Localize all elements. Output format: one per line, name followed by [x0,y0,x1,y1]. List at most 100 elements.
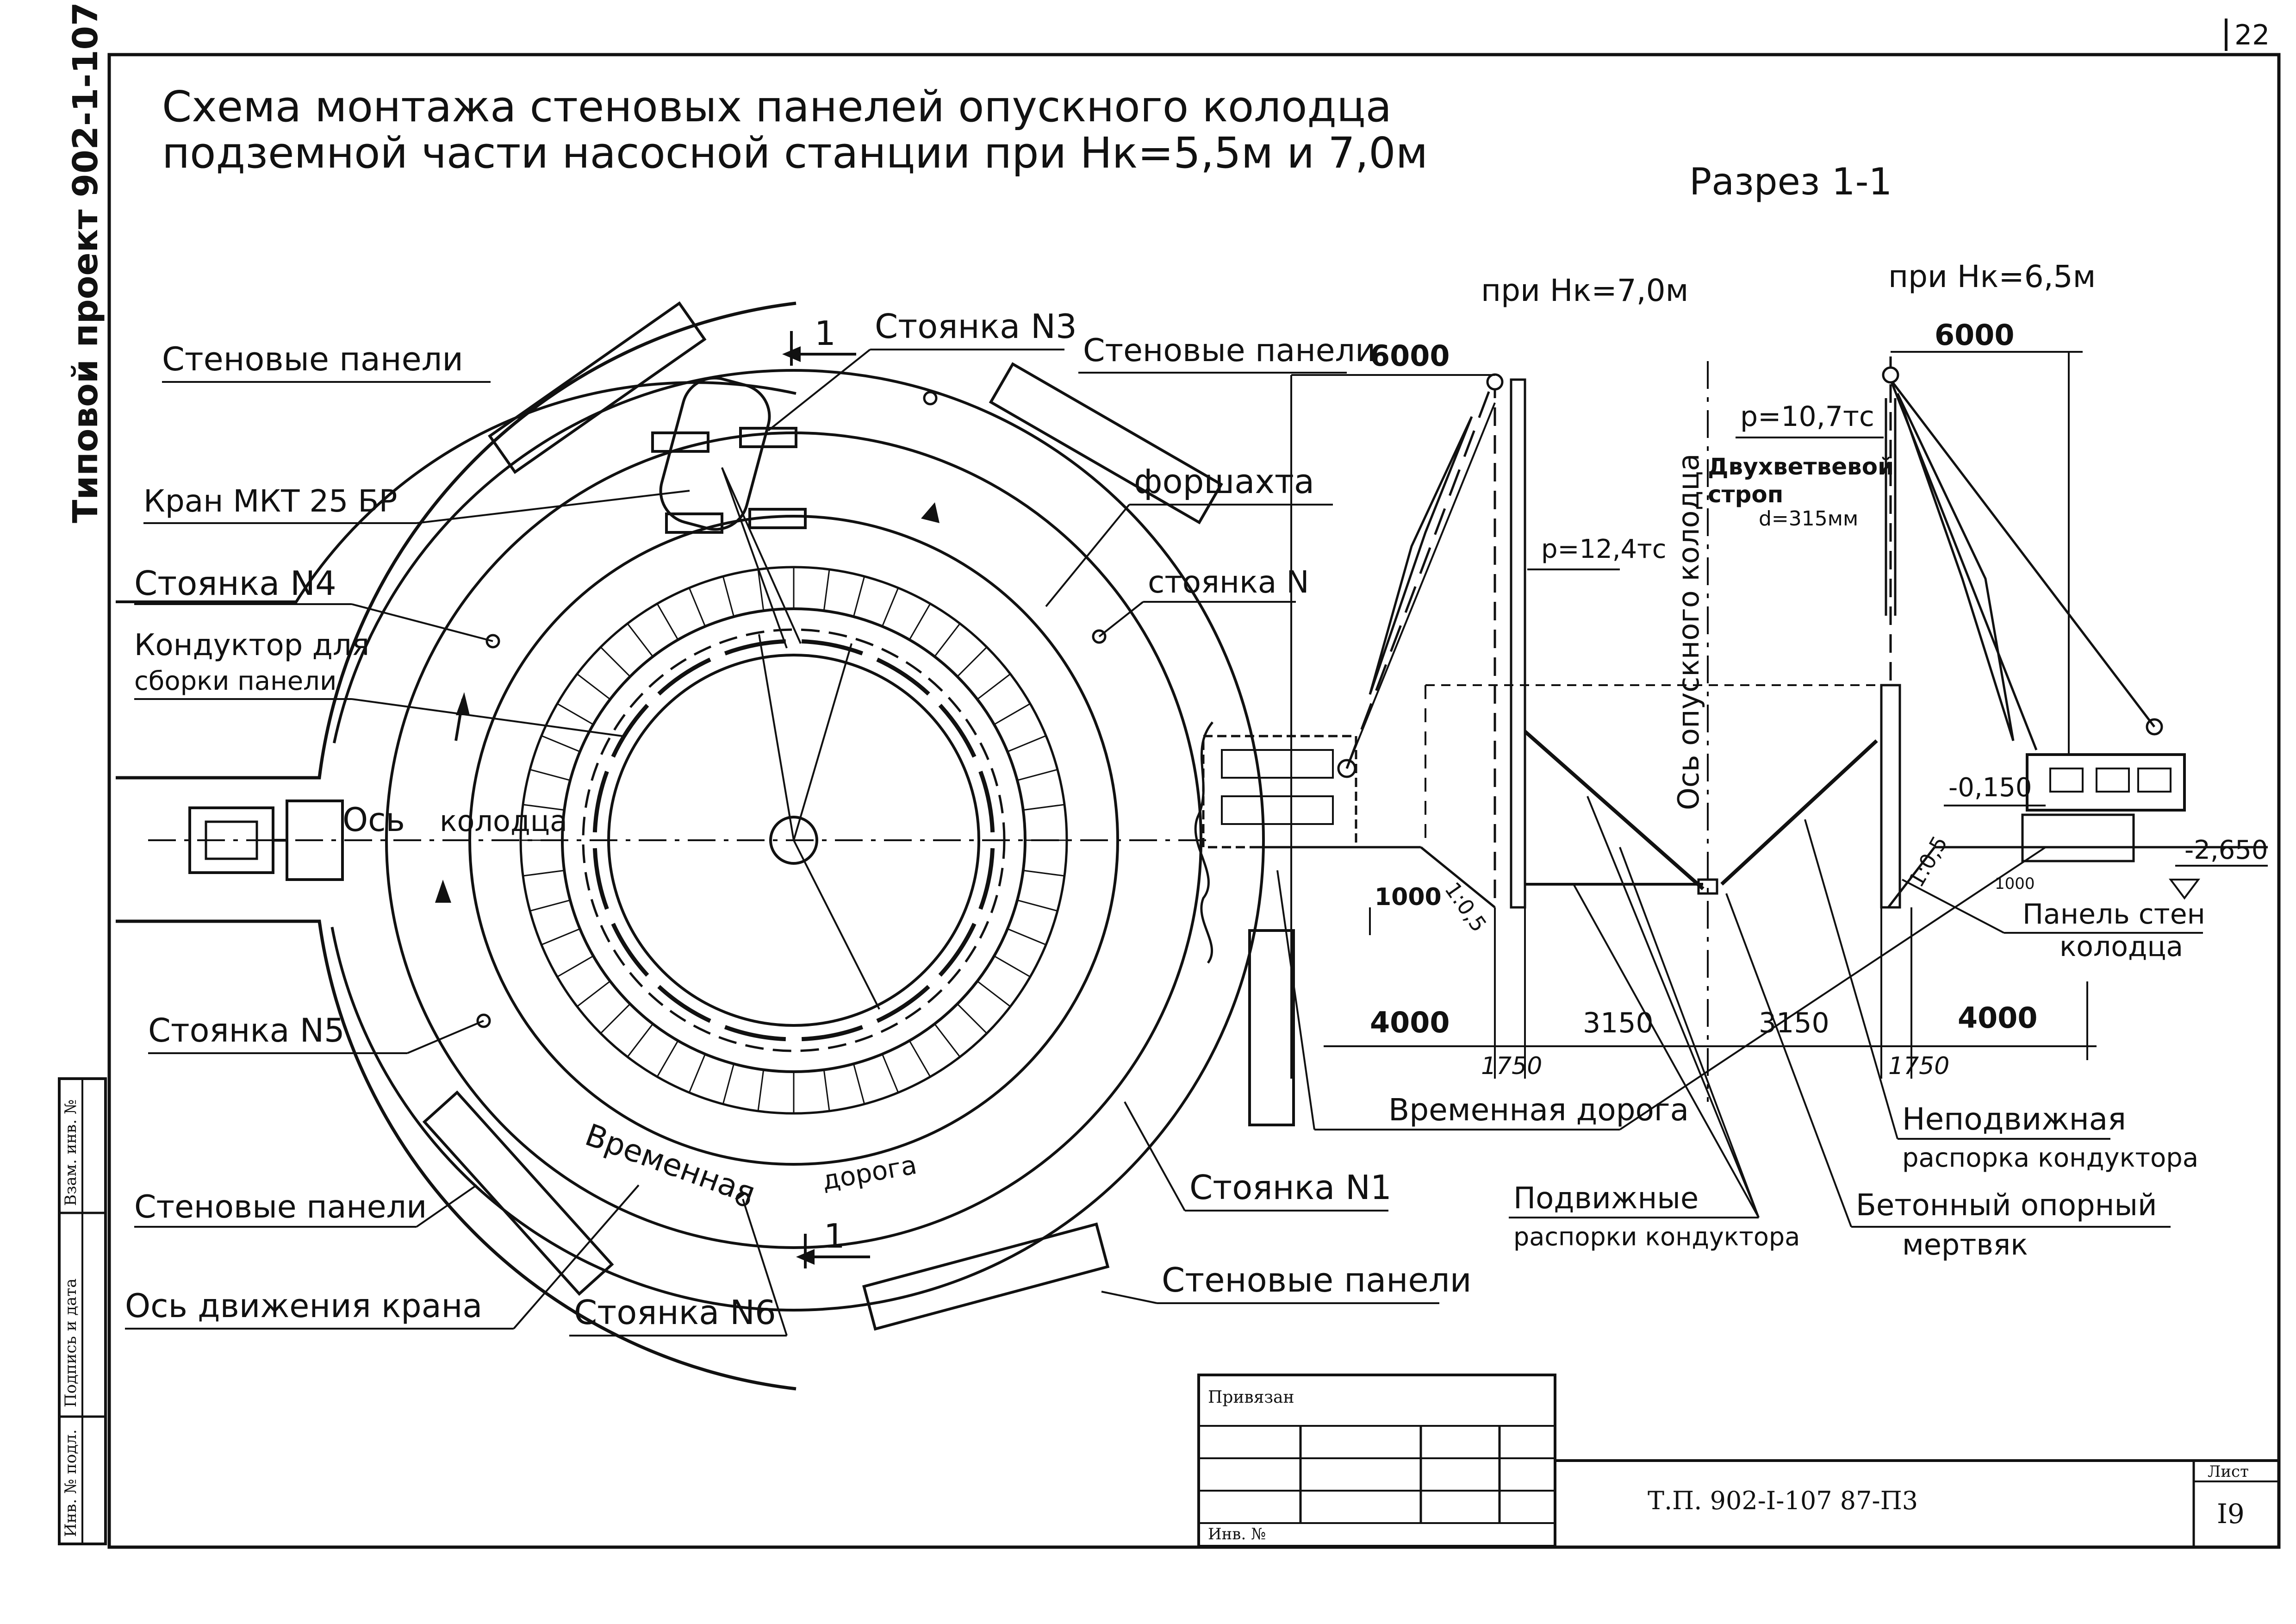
conductor-segment [876,985,930,1023]
dim-6000-right: 6000 [1935,318,2015,352]
dim-3150-left: 3150 [1583,1007,1654,1039]
leader-panels-br-b [1101,1291,1157,1304]
title-block: Привязан Инв. № Т.П. 902-I-107 87-П3 Лис… [1197,1374,2279,1548]
label-crane: Кран МКТ 25 БР [143,483,397,519]
forshakhta-tick [757,1069,765,1112]
label-forshakhta: форшахта [1134,462,1314,501]
radial-line-3 [793,840,880,1010]
direction-arrow-2-head [435,880,451,903]
forshakhta-tick [957,646,988,677]
leader-stop5-b [407,1020,484,1054]
forshakhta-tick [722,576,735,617]
forshakhta-tick [600,1003,631,1034]
forshakhta-outer-circle [468,515,1119,1166]
crane-mkt25br [651,376,807,649]
cut-mark-top: 1 [782,314,856,366]
road-outer-arc-top2 [116,381,796,603]
forshakhta-tick [529,899,571,912]
leader-anchor-b [1725,893,1852,1227]
conductor-segment [592,848,609,910]
section-title: Разрез 1-1 [1689,160,1892,203]
wall-panels-top-right [989,362,1223,525]
stamp-code: Т.П. 902-I-107 87-П3 [1648,1486,1918,1515]
forshakhta-tick [627,623,653,657]
leader-temp-road-b [1276,870,1315,1130]
forshakhta-tick [823,1069,830,1112]
label-stop-6: Стоянка N6 [574,1293,776,1332]
leader-movable-b [1587,796,1760,1218]
forshakhta-tick [934,623,961,657]
label-anchor-1: Бетонный опорный [1856,1188,2157,1223]
stamp-list-label: Лист [2208,1462,2249,1481]
leader-panels-bl-b [416,1184,478,1228]
side-project-text: Типовой проект 902-1-107.87 Альбом 1 [66,0,106,523]
leader-stop3-b [767,349,871,431]
dim-3150-right: 3150 [1759,1007,1829,1039]
forshakhta-tick [523,804,565,811]
conductor-circle [582,628,1006,1052]
leader-stop1-top-b [1098,601,1144,637]
forshakhta-tick [823,569,830,611]
label-well-axis-1: Ось [342,801,405,839]
stamp-signature-date: Подпись и дата [62,1279,80,1408]
section-crane-left [1202,373,1504,849]
label-fixed-strut-1: Неподвижная [1902,1101,2126,1137]
break-line [1194,721,1213,964]
forshakhta-tick [852,1063,865,1105]
wall-panels-right [1248,929,1295,1126]
forshakhta-tick [577,673,611,700]
slope-right [1887,846,1935,908]
forshakhta-tick [688,1054,706,1093]
conductor-segment [978,848,995,910]
label-anchor-2: мертвяк [1902,1228,2028,1262]
label-load-left: р=12,4тс [1541,534,1667,564]
forshakhta-ticks [521,567,1067,1113]
dim-4000-left: 4000 [1370,1006,1450,1039]
forshakhta-tick [688,587,706,627]
forshakhta-tick [529,768,571,781]
forshakhta-tick [852,576,865,617]
section-crane-right [1882,366,2186,862]
forshakhta-tick [600,646,631,677]
forshakhta-tick [1023,869,1065,877]
forshakhta-tick [1017,899,1058,912]
forshakhta-tick [1017,768,1058,781]
well-inner-circle [607,654,980,1027]
leader-conductor-b [351,698,623,737]
forshakhta-tick [994,703,1031,725]
forshakhta-tick [1007,735,1046,753]
label-slope-right: 1:0,5 [1904,831,1953,891]
label-movable-1: Подвижные [1513,1181,1699,1216]
level-minus-0150: -0,150 [1948,773,2032,803]
forshakhta-tick [557,955,594,978]
leader-panel-wall-b [1902,879,2004,934]
slope-left [1420,846,1496,908]
section-right-case: при Hк=6,5м [1888,259,2096,294]
label-well-axis-2: колодца [440,804,567,838]
dim-1750-right: 1750 [1888,1052,1949,1080]
forshakhta-tick [957,1003,988,1034]
conductor-segment [978,770,995,832]
forshakhta-tick [557,703,594,725]
radial-line-1 [758,634,795,841]
forshakhta-tick [656,603,679,640]
forshakhta-tick [627,1023,653,1057]
svg-text:1: 1 [824,1217,845,1255]
conductor-segment [611,923,649,977]
leader-movable-d [1619,847,1760,1218]
wall-panels-top-left [488,301,707,474]
label-fixed-strut-2: распорка кондуктора [1902,1143,2198,1173]
leader-crane-axis-b [513,1184,640,1330]
leader-stop6-b [742,1199,788,1336]
title-line-1: Схема монтажа стеновых панелей опускного… [162,82,1392,131]
wall-panels-bottom-left [422,1090,614,1296]
center-node [1697,878,1718,895]
forshakhta-tick [722,1063,735,1105]
forshakhta-tick [577,981,611,1007]
left-wall-panel [1510,378,1526,909]
stamp-inv-podl: Инв. № подл. [62,1429,80,1537]
conductor-segment [657,985,711,1023]
label-stop-1: Стоянка N1 [1189,1168,1392,1207]
dim-6000-left: 6000 [1370,339,1450,373]
conductor-segment [592,770,609,832]
